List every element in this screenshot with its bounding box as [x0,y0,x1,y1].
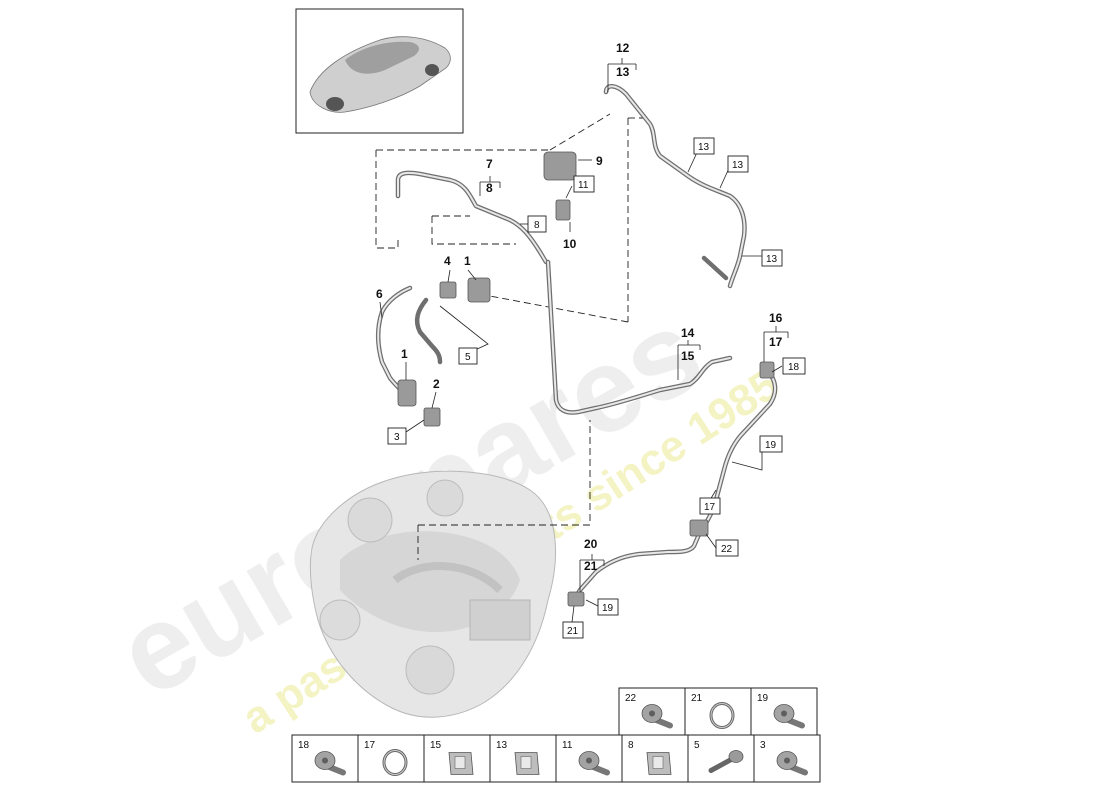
hose-lines [376,84,778,607]
bolt-icon [776,751,808,776]
boxed-callout-8: 8 [527,215,547,233]
callout-14: 14 [681,326,695,340]
legend-cell-15: 15 [423,734,491,783]
callout-10: 10 [563,237,577,251]
bracket-part-10 [555,199,571,221]
boxed-callout-13-b-label: 13 [732,160,744,171]
legend-cell-17: 17 [357,734,425,783]
legend-cell-number: 11 [562,740,573,751]
legend-cell-number: 13 [496,740,508,751]
boxed-callout-11-label: 11 [578,180,589,191]
legend-bottom-row: 18 17 15 13 11 8 5 3 [291,734,821,783]
dashed-reference-lines [375,113,650,560]
legend-cell-number: 8 [628,740,634,751]
hardware-legend: 22 21 19 18 17 15 13 11 8 5 3 [291,687,821,783]
legend-cell-11: 11 [555,734,623,783]
boxed-callouts: 8 11 13 13 13 5 3 18 [387,137,806,639]
callout-15: 15 [681,349,695,363]
valve-part-1-lower [397,379,417,407]
callout-21: 21 [584,559,598,573]
bolt-icon [641,704,673,729]
legend-cell-number: 3 [760,740,766,751]
callout-17: 17 [769,335,783,349]
boxed-callout-19-b-label: 19 [602,603,614,614]
callout-16: 16 [769,311,783,325]
component-parts [397,151,775,607]
legend-cell-number: 15 [430,740,442,751]
boxed-callout-13-c: 13 [761,249,783,267]
valve-part-9 [543,151,577,181]
bolt-icon [578,751,610,776]
callout-1-lower: 1 [401,347,408,361]
callout-12: 12 [616,41,630,55]
boxed-callout-8-label: 8 [534,220,540,231]
callout-13: 13 [616,65,630,79]
boxed-callout-17: 17 [699,497,721,515]
callout-2: 2 [433,377,440,391]
engine-block [309,470,556,718]
legend-cell-border [750,687,818,736]
bracket-part-22 [689,519,709,537]
legend-cell-8: 8 [621,734,689,783]
legend-cell-18: 18 [291,734,359,783]
boxed-callout-5: 5 [458,347,478,365]
legend-cell-21: 21 [684,687,752,736]
boxed-callout-3-label: 3 [394,432,400,443]
callout-20: 20 [584,537,598,551]
legend-cell-number: 19 [757,693,769,704]
vehicle-thumbnail [295,8,464,134]
valve-part-1-upper [467,277,491,303]
legend-cell-number: 21 [691,693,703,704]
legend-cell-3: 3 [753,734,821,783]
callout-labels: 12 13 7 8 9 10 4 1 6 1 2 14 15 16 17 20 … [376,41,783,573]
boxed-callout-22-label: 22 [721,544,733,555]
clip-icon [514,752,540,775]
bracket-part-21 [567,591,585,607]
callout-8: 8 [486,181,493,195]
seal-ring-icon [382,749,408,776]
legend-cell-19: 19 [750,687,818,736]
legend-cell-number: 18 [298,740,310,751]
legend-cell-22: 22 [618,687,686,736]
legend-cell-number: 5 [694,740,700,751]
bracket-part-2 [423,407,441,427]
callout-4: 4 [444,254,451,268]
callout-1-upper: 1 [464,254,471,268]
boxed-callout-21: 21 [562,621,584,639]
legend-top-row: 22 21 19 [618,687,818,736]
boxed-callout-13-c-label: 13 [766,254,778,265]
boxed-callout-19-a: 19 [759,435,783,453]
boxed-callout-11: 11 [573,175,595,193]
legend-cell-13: 13 [489,734,557,783]
boxed-callout-3: 3 [387,427,407,445]
legend-cell-number: 22 [625,693,637,704]
clip-icon [448,752,474,775]
boxed-callout-13-b: 13 [727,155,749,173]
boxed-callout-18-label: 18 [788,362,800,373]
boxed-callout-18: 18 [782,357,806,375]
callout-9: 9 [596,154,603,168]
legend-cell-5: 5 [687,734,755,783]
clip-icon [646,752,672,775]
bracket-part-4 [439,281,457,299]
screw-icon [708,750,744,773]
boxed-callout-13-a: 13 [693,137,715,155]
boxed-callout-21-label: 21 [567,626,579,637]
seal-ring-icon [709,702,735,729]
bracket-part-16 [759,361,775,379]
bolt-icon [773,704,805,729]
boxed-callout-17-label: 17 [704,502,716,513]
boxed-callout-22: 22 [715,539,739,557]
callout-7: 7 [486,157,493,171]
leader-lines [379,58,789,623]
boxed-callout-13-a-label: 13 [698,142,710,153]
callout-6: 6 [376,287,383,301]
boxed-callout-19-a-label: 19 [765,440,777,451]
boxed-callout-5-label: 5 [465,352,471,363]
bolt-icon [314,751,346,776]
legend-cell-number: 17 [364,740,376,751]
boxed-callout-19-b: 19 [597,598,619,616]
